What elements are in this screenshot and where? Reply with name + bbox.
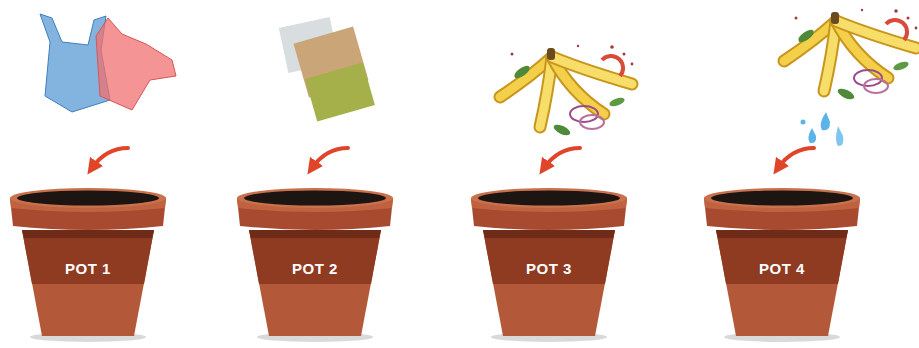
drop-arrow xyxy=(778,148,814,168)
water-splash xyxy=(801,112,844,146)
drop-arrow xyxy=(312,148,348,168)
pot-label: POT 2 xyxy=(233,260,397,277)
pot-label: POT 1 xyxy=(6,260,170,277)
drop-arrow xyxy=(92,148,128,168)
plastic-bags xyxy=(40,14,176,112)
drop-arrow xyxy=(544,148,580,168)
pot-label: POT 3 xyxy=(467,260,631,277)
flower-pot: POT 3 xyxy=(467,186,631,344)
flower-pot: POT 4 xyxy=(700,186,864,344)
food-scraps xyxy=(784,9,917,102)
drop-arrows xyxy=(92,148,814,168)
flower-pot: POT 2 xyxy=(233,186,397,344)
paper-pieces xyxy=(279,17,375,121)
food-scraps xyxy=(500,45,633,138)
flower-pot: POT 1 xyxy=(6,186,170,344)
pot-label: POT 4 xyxy=(700,260,864,277)
